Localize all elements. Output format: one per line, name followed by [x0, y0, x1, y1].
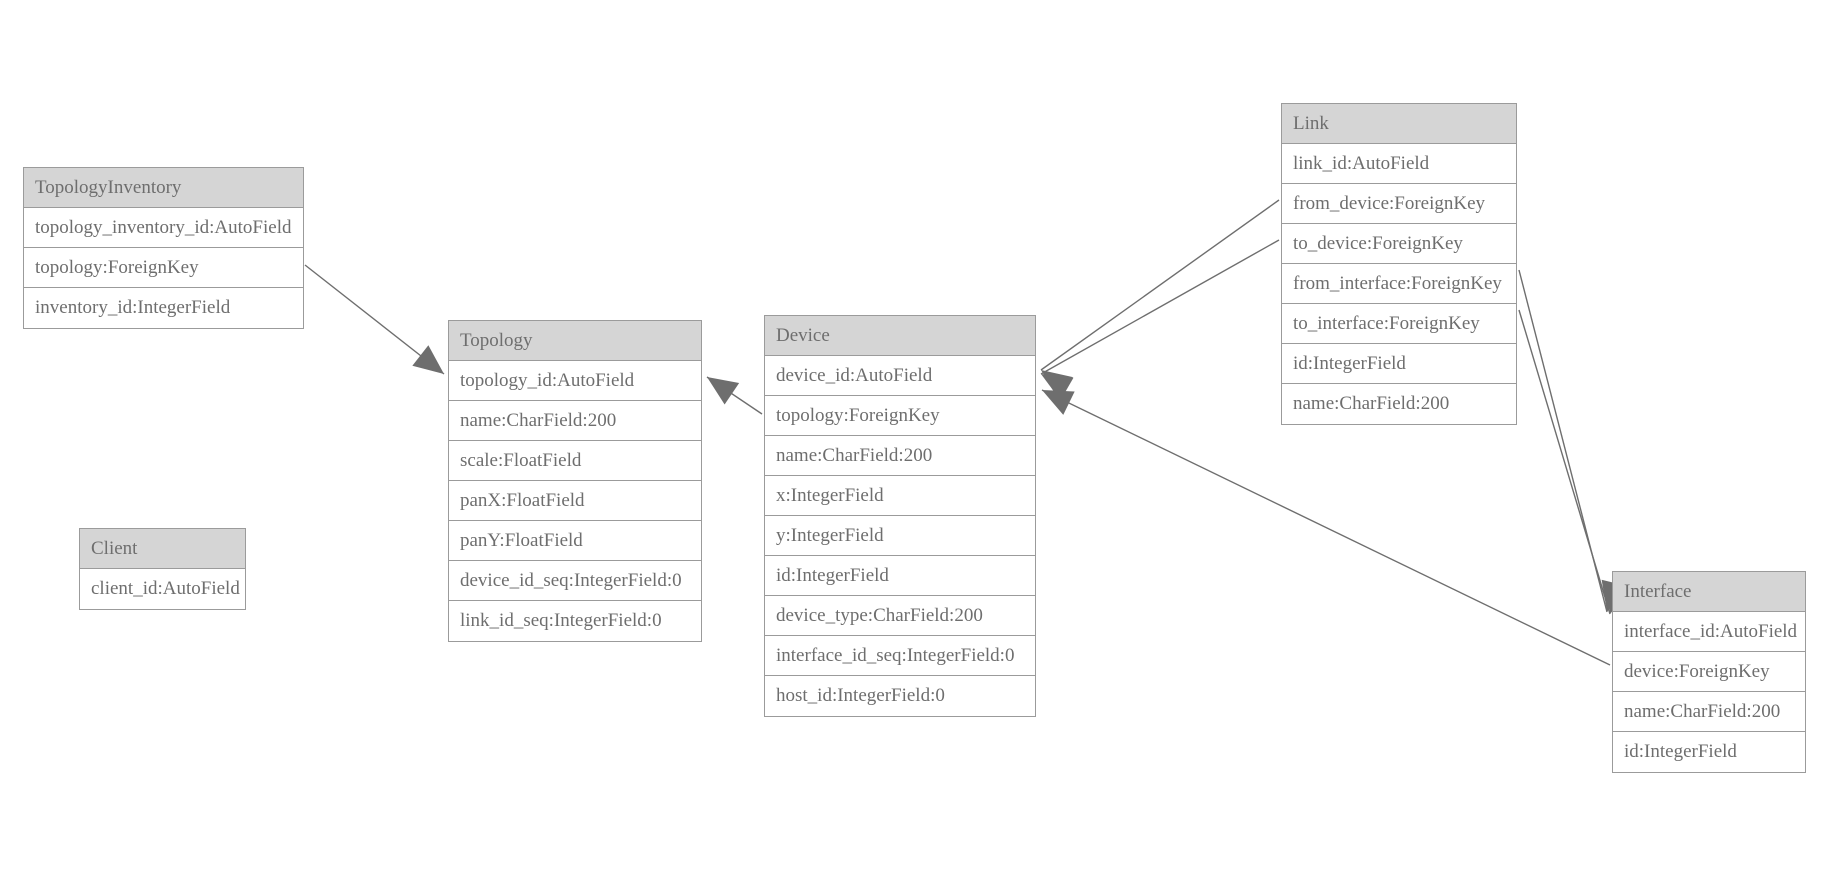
entity-field: interface_id:AutoField [1613, 612, 1805, 652]
relationship-interface-device [1041, 389, 1611, 666]
entity-title-link: Link [1282, 104, 1516, 144]
entity-title-device: Device [765, 316, 1035, 356]
entity-title-interface: Interface [1613, 572, 1805, 612]
entity-field: id:IntegerField [1282, 344, 1516, 384]
entity-field: to_device:ForeignKey [1282, 224, 1516, 264]
entity-field: panY:FloatField [449, 521, 701, 561]
entity-field: name:CharField:200 [1613, 692, 1805, 732]
entity-field: scale:FloatField [449, 441, 701, 481]
entity-title-client: Client [80, 529, 245, 569]
entity-field: to_interface:ForeignKey [1282, 304, 1516, 344]
entity-client[interactable]: Client client_id:AutoField [79, 528, 246, 610]
arrowhead [1041, 374, 1074, 401]
arrowhead [412, 345, 444, 374]
entity-field: device_type:CharField:200 [765, 596, 1035, 636]
entity-field: from_interface:ForeignKey [1282, 264, 1516, 304]
entity-field: topology_id:AutoField [449, 361, 701, 401]
entity-field: name:CharField:200 [449, 401, 701, 441]
entity-field: client_id:AutoField [91, 578, 240, 599]
relationship-link-from-interface [1518, 269, 1627, 613]
entity-field: topology:ForeignKey [24, 248, 303, 288]
entity-field: name:CharField:200 [765, 436, 1035, 476]
arrowhead [1042, 390, 1075, 415]
entity-field: device_id_seq:IntegerField:0 [449, 561, 701, 601]
entity-field: x:IntegerField [765, 476, 1035, 516]
entity-title-topology: Topology [449, 321, 701, 361]
entity-title-topologyinventory: TopologyInventory [24, 168, 303, 208]
entity-field: interface_id_seq:IntegerField:0 [765, 636, 1035, 676]
entity-field: topology:ForeignKey [765, 396, 1035, 436]
entity-field: link_id_seq:IntegerField:0 [460, 610, 662, 631]
entity-field: name:CharField:200 [1293, 393, 1450, 414]
entity-field: from_device:ForeignKey [1282, 184, 1516, 224]
entity-field: id:IntegerField [1624, 741, 1737, 762]
entity-field: inventory_id:IntegerField [35, 297, 231, 318]
entity-field: device:ForeignKey [1613, 652, 1805, 692]
entity-field: id:IntegerField [765, 556, 1035, 596]
entity-field: link_id:AutoField [1282, 144, 1516, 184]
relationship-device-topology [706, 376, 763, 415]
relationship-link-from-device [1040, 199, 1280, 399]
entity-field: y:IntegerField [765, 516, 1035, 556]
entity-field: host_id:IntegerField:0 [776, 685, 945, 706]
arrowhead [707, 377, 740, 405]
entity-field: device_id:AutoField [765, 356, 1035, 396]
arrowhead [1041, 370, 1073, 399]
relationship-link-to-interface [1518, 309, 1632, 615]
entity-field: topology_inventory_id:AutoField [24, 208, 303, 248]
entity-field: panX:FloatField [449, 481, 701, 521]
entity-fields-client: client_id:AutoField [80, 569, 245, 609]
relationship-topologyinventory-topology [304, 264, 445, 375]
relationship-link-to-device [1040, 239, 1280, 401]
